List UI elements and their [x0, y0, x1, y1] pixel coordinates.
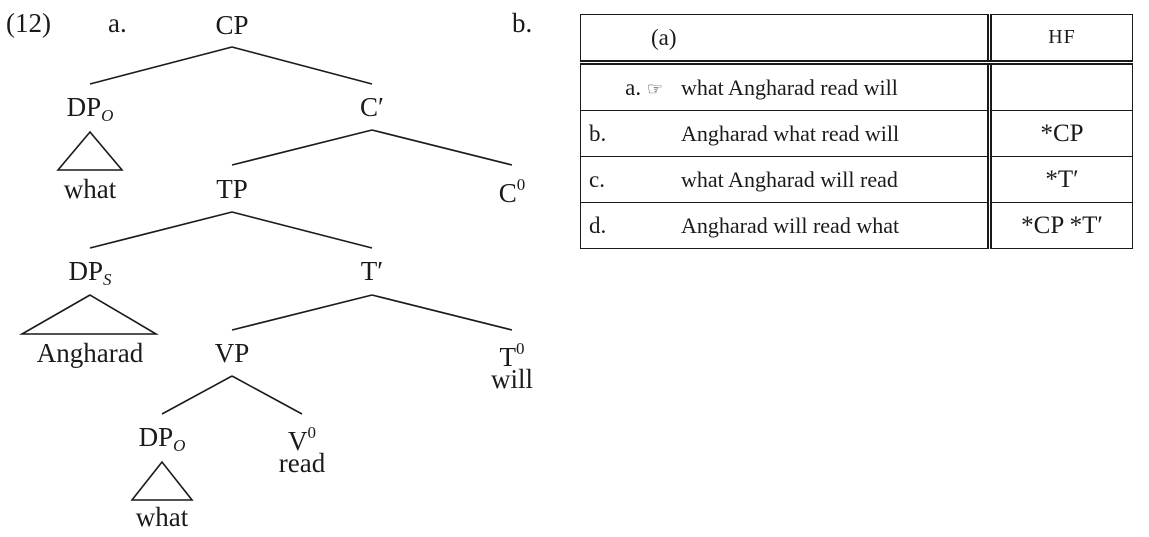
candidate-label: c.	[580, 156, 669, 203]
leaf-what-low: what	[135, 502, 189, 532]
triangle-what-low	[130, 460, 194, 501]
violation-cell: *CP *T′	[987, 202, 1133, 249]
branch-cbar-tp	[231, 129, 373, 166]
branch-tp-tbar	[231, 211, 373, 249]
pointing-hand-icon: ☞	[646, 78, 663, 99]
branch-cp-dpo	[89, 46, 233, 85]
table-row: b. Angharad what read will *CP	[580, 110, 1133, 157]
candidate-label: a. ☞	[580, 62, 669, 111]
branch-tp-dps	[89, 211, 233, 249]
branch-cp-cbar	[231, 46, 373, 85]
branch-tbar-t0	[371, 294, 513, 331]
node-t0: T0	[499, 339, 525, 372]
node-dp-o-top: DPO	[66, 92, 114, 125]
branch-cbar-c0	[371, 129, 513, 166]
candidate-text: what Angharad will read	[669, 156, 990, 203]
node-t-bar: T′	[360, 256, 384, 286]
node-dp-s: DPS	[68, 256, 112, 289]
node-vp: VP	[214, 338, 250, 368]
ot-tableau: (a) HF a. ☞ what Angharad read will b. A…	[580, 14, 1133, 249]
part-b-label: b.	[512, 8, 533, 38]
triangle-angharad	[18, 294, 159, 335]
violation-cell: *CP	[987, 110, 1133, 157]
table-row: a. ☞ what Angharad read will	[580, 62, 1133, 111]
node-dp-o-low: DPO	[138, 422, 186, 455]
candidate-text: Angharad what read will	[669, 110, 990, 157]
node-cp: CP	[215, 10, 249, 40]
constraint-hf: HF	[987, 14, 1133, 65]
branch-vp-v0	[231, 375, 303, 415]
leaf-read: read	[278, 448, 326, 478]
branch-vp-dpo	[161, 375, 233, 415]
node-tp: TP	[216, 174, 248, 204]
branch-tbar-vp	[231, 294, 373, 331]
leaf-will: will	[490, 364, 534, 394]
triangle-what-top	[56, 130, 124, 171]
table-row: c. what Angharad will read *T′	[580, 156, 1133, 203]
table-row: d. Angharad will read what *CP *T′	[580, 202, 1133, 249]
node-c0: C0	[498, 175, 526, 208]
node-v0: V0	[288, 423, 316, 456]
leaf-angharad: Angharad	[36, 338, 144, 368]
leaf-what-top: what	[63, 174, 117, 204]
syntax-tree	[18, 46, 513, 501]
node-c-bar: C′	[360, 92, 384, 122]
example-number: (12)	[6, 8, 51, 38]
part-a-label: a.	[108, 8, 127, 38]
violation-cell: *T′	[987, 156, 1133, 203]
tableau-header-row: (a) HF	[580, 14, 1133, 65]
candidate-text: what Angharad read will	[669, 62, 990, 111]
candidate-label: d.	[580, 202, 669, 249]
candidate-text: Angharad will read what	[669, 202, 990, 249]
candidate-label: b.	[580, 110, 669, 157]
tableau-input: (a)	[580, 14, 990, 65]
violation-cell	[987, 62, 1133, 111]
